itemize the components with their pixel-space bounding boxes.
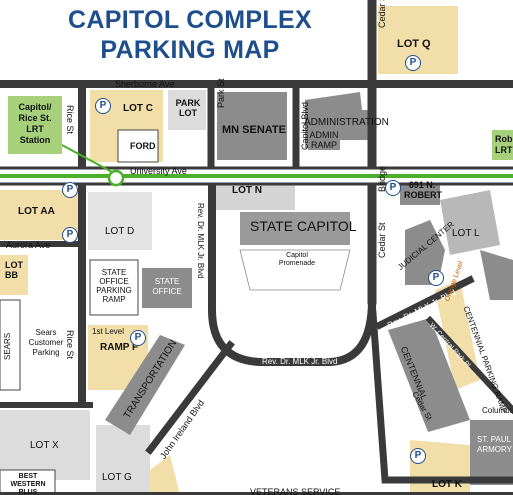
lot-g-area (96, 425, 150, 495)
state-office-ramp-building (89, 259, 139, 316)
mlk-blvd-bottom-label: Rev. Dr. MLK Jr. Blvd (262, 357, 338, 366)
armory-label: ST. PAUL ARMORY (477, 435, 512, 454)
parking-icon: P (95, 98, 111, 114)
first-level-label: 1st Level (92, 327, 125, 336)
lrt-station-marker (107, 169, 125, 187)
lrt-station-right-label: Rob LRT (495, 134, 513, 155)
sears-parking-label: Sears Customer Parking (28, 328, 64, 357)
ford-building (117, 129, 159, 163)
lot-g-tan (150, 455, 180, 495)
lot-x-area (0, 410, 90, 480)
parking-icon: P (62, 227, 78, 243)
mlk-blvd-vertical-label: Rev. Dr. MLK Jr. Blvd (196, 203, 205, 279)
state-office-building (142, 268, 192, 308)
aurora-ave-label: Aurora Ave (6, 240, 51, 250)
cedar-st-upper-label: Cedar St (377, 0, 387, 28)
ramp-f-label: RAMP F (100, 342, 139, 353)
lot-g-label: LOT G (102, 472, 132, 483)
lrt-station-box-right (492, 130, 513, 160)
state-office-ramp-label: STATE OFFICE PARKING RAMP (96, 268, 132, 304)
state-capitol-label: STATE CAPITOL (250, 218, 357, 234)
sherburne-ave-label: Sherburne Ave (115, 79, 175, 89)
armory-building (470, 420, 513, 485)
parking-icon: P (130, 330, 146, 346)
map-title-line-1: CAPITOL COMPLEX (68, 6, 312, 34)
sears-label: SEARS (3, 332, 12, 360)
cedar-st-mid-label: Cedar St (377, 222, 387, 258)
parking-icon: P (428, 270, 444, 286)
lot-bb-label: LOT BB (5, 260, 23, 280)
lrt-station-label: Capitol/ Rice St. LRT Station (18, 102, 52, 145)
east-building (480, 250, 513, 300)
parking-icon: P (62, 182, 78, 198)
centennial-building (388, 318, 470, 432)
lot-q-label: LOT Q (397, 38, 431, 50)
sears-building (0, 299, 21, 391)
columbus-label: Columbus (482, 406, 513, 415)
lot-l-building (440, 190, 500, 255)
lot-d-label: LOT D (105, 226, 135, 237)
ford-label: FORD (130, 141, 156, 151)
veterans-service-label: VETERANS SERVICE (250, 487, 341, 495)
parking-icon: P (410, 448, 426, 464)
lot-c-label: LOT C (123, 103, 153, 114)
map-title-line-2: PARKING MAP (100, 36, 280, 64)
state-capitol-building (240, 212, 350, 245)
park-lot-area (168, 90, 206, 130)
university-ave-label: University Ave (130, 166, 187, 176)
robert-691-label: 691 N. ROBERT (404, 180, 442, 200)
lot-aa-label: LOT AA (18, 206, 55, 217)
parking-icon: P (405, 55, 421, 71)
lrt-callout-line (61, 144, 113, 173)
best-western-label: BEST WESTERN PLUS (10, 473, 46, 495)
lot-n-label: LOT N (232, 185, 262, 196)
best-western-building (0, 469, 56, 495)
lot-x-label: LOT X (30, 440, 59, 451)
transportation-building (105, 335, 185, 435)
lot-l-label: LOT L (452, 228, 480, 239)
capitol-lawn (239, 249, 351, 291)
capitol-promenade-label: Capitol Promenade (278, 252, 316, 267)
lot-d-area (88, 192, 152, 250)
park-st-label: Park St (216, 78, 226, 108)
administration-label: ADMINISTRATION (304, 117, 389, 128)
lot-bb-area (0, 255, 28, 295)
rice-st-upper-label: Rice St (65, 105, 75, 135)
parking-icon: P (385, 180, 401, 196)
park-lot-label: PARK LOT (175, 98, 201, 118)
judicial-center-building (405, 220, 445, 285)
lrt-station-box (8, 96, 62, 154)
mn-senate-label: MN SENATE (222, 124, 286, 136)
mn-senate-building (217, 92, 287, 160)
admin-ramp-label: ADMIN RAMP (308, 130, 340, 150)
lot-k-label: LOT K (432, 479, 462, 490)
state-office-label: STATE OFFICE (152, 277, 182, 296)
